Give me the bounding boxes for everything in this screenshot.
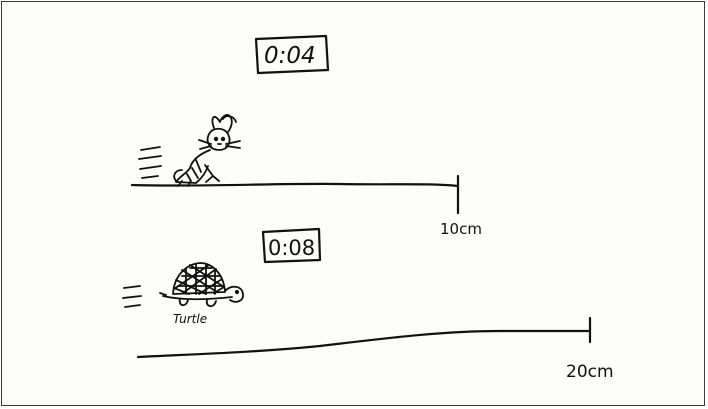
bottom-timer: 0:08 xyxy=(263,229,320,262)
rabbit-icon xyxy=(139,115,240,186)
turtle-icon xyxy=(123,263,243,307)
top-timer-text: 0:04 xyxy=(264,43,316,69)
bottom-timer-text: 0:08 xyxy=(268,236,315,260)
top-distance-label: 10cm xyxy=(440,220,482,238)
top-timer: 0:04 xyxy=(256,36,328,73)
bottom-distance-label: 20cm xyxy=(566,362,614,382)
turtle-label: Turtle xyxy=(173,312,207,326)
